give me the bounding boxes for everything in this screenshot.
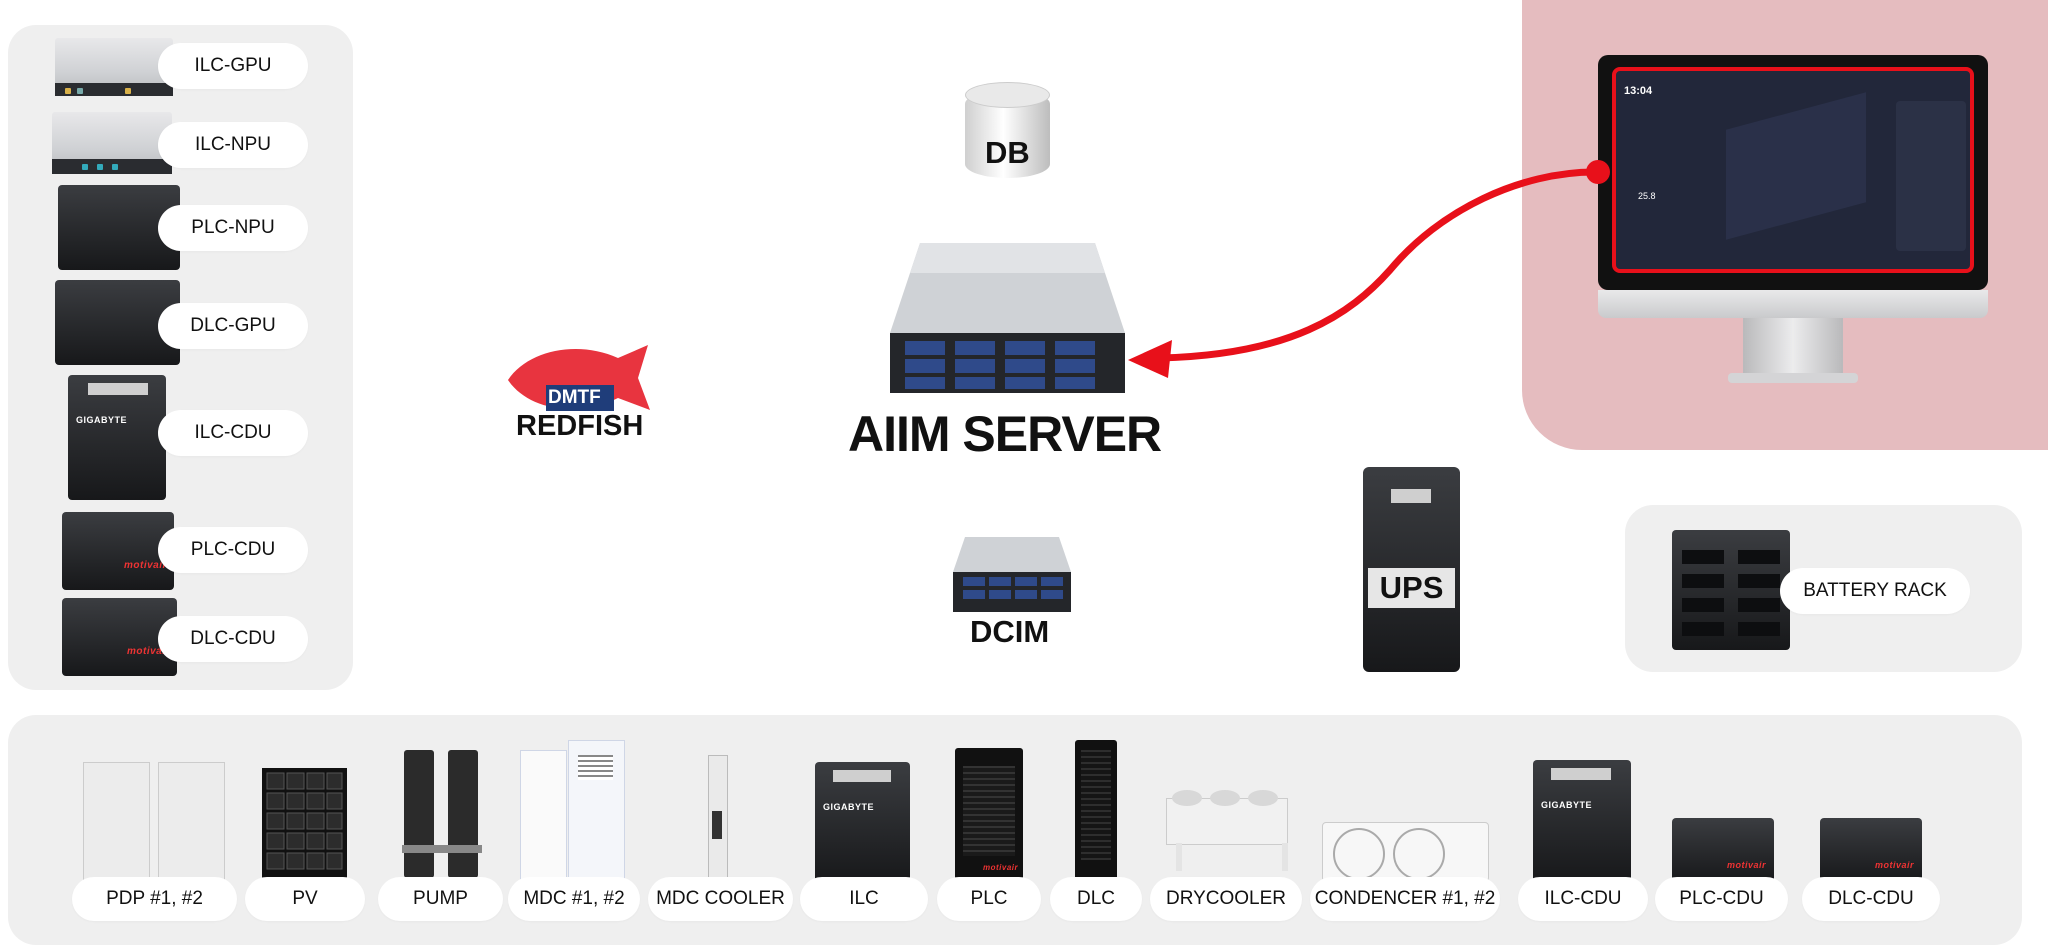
left-label-ilc-gpu: ILC-GPU [158, 43, 308, 89]
plc-image: motivair [955, 748, 1023, 882]
aiim-server-label: AIIM SERVER [848, 406, 1162, 462]
ilc-gpu-device-image [55, 38, 173, 96]
db-label: DB [985, 135, 1030, 170]
brand-text: motivair [127, 646, 170, 657]
left-label-dlc-gpu: DLC-GPU [158, 303, 308, 349]
bottom-label-mdc-cooler: MDC COOLER [648, 877, 793, 921]
label-text: PLC-CDU [190, 539, 276, 560]
dlc-cdu-bottom-image: motivair [1820, 818, 1922, 882]
condencer-image [1322, 822, 1489, 882]
plc-cdu-device-image: motivair [62, 512, 174, 590]
left-label-ilc-cdu: ILC-CDU [158, 410, 308, 456]
ilc-cdu-bottom-image: GIGABYTE [1533, 760, 1631, 882]
pdp-image [83, 762, 225, 882]
label-text: DLC-CDU [1828, 888, 1914, 909]
battery-rack-label: BATTERY RACK [1780, 568, 1970, 614]
pump-image [402, 750, 482, 880]
bottom-label-dlc-cdu: DLC-CDU [1802, 877, 1940, 921]
label-text: DLC [1076, 888, 1115, 909]
mdc-image [520, 740, 625, 880]
label-text: ILC-NPU [194, 134, 271, 155]
brand-text: motivair [983, 863, 1019, 872]
drycooler-image [1162, 790, 1290, 875]
bottom-label-plc: PLC [937, 877, 1041, 921]
bottom-label-pv: PV [245, 877, 365, 921]
label-text: CONDENCER #1, #2 [1314, 888, 1496, 909]
brand-text: GIGABYTE [1541, 800, 1593, 810]
bottom-label-mdc: MDC #1, #2 [508, 877, 640, 921]
label-text: PLC-CDU [1679, 888, 1764, 909]
left-label-ilc-npu: ILC-NPU [158, 122, 308, 168]
bottom-label-ilc: ILC [800, 877, 928, 921]
brand-text: GIGABYTE [823, 802, 875, 812]
aiim-server-image [890, 243, 1125, 393]
label-text: PV [292, 888, 318, 909]
label-text: ILC [849, 888, 879, 909]
label-text: ILC-GPU [194, 55, 272, 76]
bottom-label-dlc: DLC [1050, 877, 1142, 921]
connection-arrow [1128, 160, 1610, 378]
redfish-logo: DMTF REDFISH [498, 340, 658, 455]
left-label-dlc-cdu: DLC-CDU [158, 616, 308, 662]
label-text: PLC [970, 888, 1008, 909]
brand-text: GIGABYTE [76, 415, 128, 425]
monitor-image: 13:04 25.8 [1598, 55, 1988, 395]
label-text: PUMP [413, 888, 468, 909]
ups-label: UPS [1368, 568, 1455, 608]
bottom-label-condencer: CONDENCER #1, #2 [1310, 877, 1500, 921]
label-text: DLC-GPU [190, 315, 276, 336]
redfish-text: REDFISH [516, 410, 644, 442]
label-text: PLC-NPU [191, 217, 275, 238]
brand-text: motivair [1727, 860, 1767, 870]
label-text: MDC #1, #2 [523, 888, 625, 909]
dcim-server-image [953, 537, 1071, 612]
brand-text: motivair [124, 560, 167, 571]
monitor-screen[interactable]: 13:04 25.8 [1612, 67, 1974, 273]
ilc-npu-device-image [52, 112, 172, 174]
label-text: BATTERY RACK [1803, 580, 1947, 601]
label-text: PDP #1, #2 [106, 888, 203, 909]
pv-panel-image [262, 768, 347, 880]
ilc-image: GIGABYTE [815, 762, 910, 884]
ilc-cdu-device-image: GIGABYTE [68, 375, 166, 500]
db-cylinder [965, 82, 1050, 182]
bottom-label-plc-cdu: PLC-CDU [1655, 877, 1788, 921]
plc-cdu-bottom-image: motivair [1672, 818, 1774, 882]
bottom-label-pdp: PDP #1, #2 [72, 877, 237, 921]
battery-rack-image [1672, 530, 1790, 650]
bottom-label-ilc-cdu: ILC-CDU [1518, 877, 1648, 921]
label-text: MDC COOLER [656, 888, 785, 909]
mdc-cooler-image [708, 755, 728, 882]
bottom-label-drycooler: DRYCOOLER [1150, 877, 1302, 921]
label-text: DLC-CDU [190, 628, 276, 649]
left-label-plc-npu: PLC-NPU [158, 205, 308, 251]
dlc-image [1075, 740, 1117, 882]
label-text: ILC-CDU [194, 422, 272, 443]
bottom-label-pump: PUMP [378, 877, 503, 921]
temperature-text: 25.8 [1638, 191, 1656, 201]
label-text: DRYCOOLER [1165, 888, 1286, 909]
dmtf-text: DMTF [548, 387, 601, 408]
dcim-label: DCIM [970, 614, 1050, 649]
left-label-plc-cdu: PLC-CDU [158, 527, 308, 573]
label-text: ILC-CDU [1544, 888, 1622, 909]
clock-text: 13:04 [1624, 85, 1653, 97]
dlc-cdu-device-image: motivair [62, 598, 177, 676]
fish-icon [508, 345, 650, 411]
brand-text: motivair [1875, 860, 1915, 870]
